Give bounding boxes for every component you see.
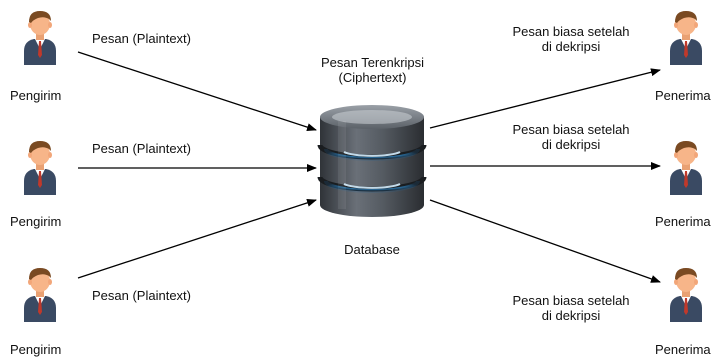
arrow-sender-3-to-db: [77, 199, 317, 279]
decrypted-message-line2: di dekripsi: [541, 137, 601, 152]
receiver-label: Penerima: [655, 88, 711, 103]
decrypted-message-line1: Pesan biasa setelah: [512, 24, 630, 39]
decrypted-message-label: Pesan biasa setelah di dekripsi: [496, 293, 646, 323]
arrow-db-to-receiver-3: [429, 199, 661, 283]
ciphertext-title-line2: (Ciphertext): [338, 70, 407, 85]
user-icon: [24, 141, 56, 195]
sender-label: Pengirim: [10, 88, 62, 103]
decrypted-message-line1: Pesan biasa setelah: [512, 122, 630, 137]
arrow-sender-1-to-db: [77, 51, 317, 131]
database-label: Database: [344, 242, 400, 257]
decrypted-message-label: Pesan biasa setelah di dekripsi: [496, 24, 646, 54]
decrypted-message-line2: di dekripsi: [541, 39, 601, 54]
sender-label: Pengirim: [10, 214, 62, 229]
arrow-db-to-receiver-1: [429, 68, 661, 129]
receiver-label: Penerima: [655, 342, 711, 357]
user-icon: [670, 141, 702, 195]
user-icon: [670, 11, 702, 65]
decrypted-message-line1: Pesan biasa setelah: [512, 293, 630, 308]
plaintext-message-label: Pesan (Plaintext): [92, 288, 191, 303]
sender-label: Pengirim: [10, 342, 62, 357]
database-icon: [317, 105, 427, 217]
user-icon: [670, 268, 702, 322]
decrypted-message-line2: di dekripsi: [541, 308, 601, 323]
plaintext-message-label: Pesan (Plaintext): [92, 141, 191, 156]
receiver-label: Penerima: [655, 214, 711, 229]
ciphertext-title-line1: Pesan Terenkripsi: [320, 55, 425, 70]
plaintext-message-label: Pesan (Plaintext): [92, 31, 191, 46]
decrypted-message-label: Pesan biasa setelah di dekripsi: [496, 122, 646, 152]
user-icon: [24, 268, 56, 322]
ciphertext-title: Pesan Terenkripsi (Ciphertext): [300, 55, 445, 85]
user-icon: [24, 11, 56, 65]
